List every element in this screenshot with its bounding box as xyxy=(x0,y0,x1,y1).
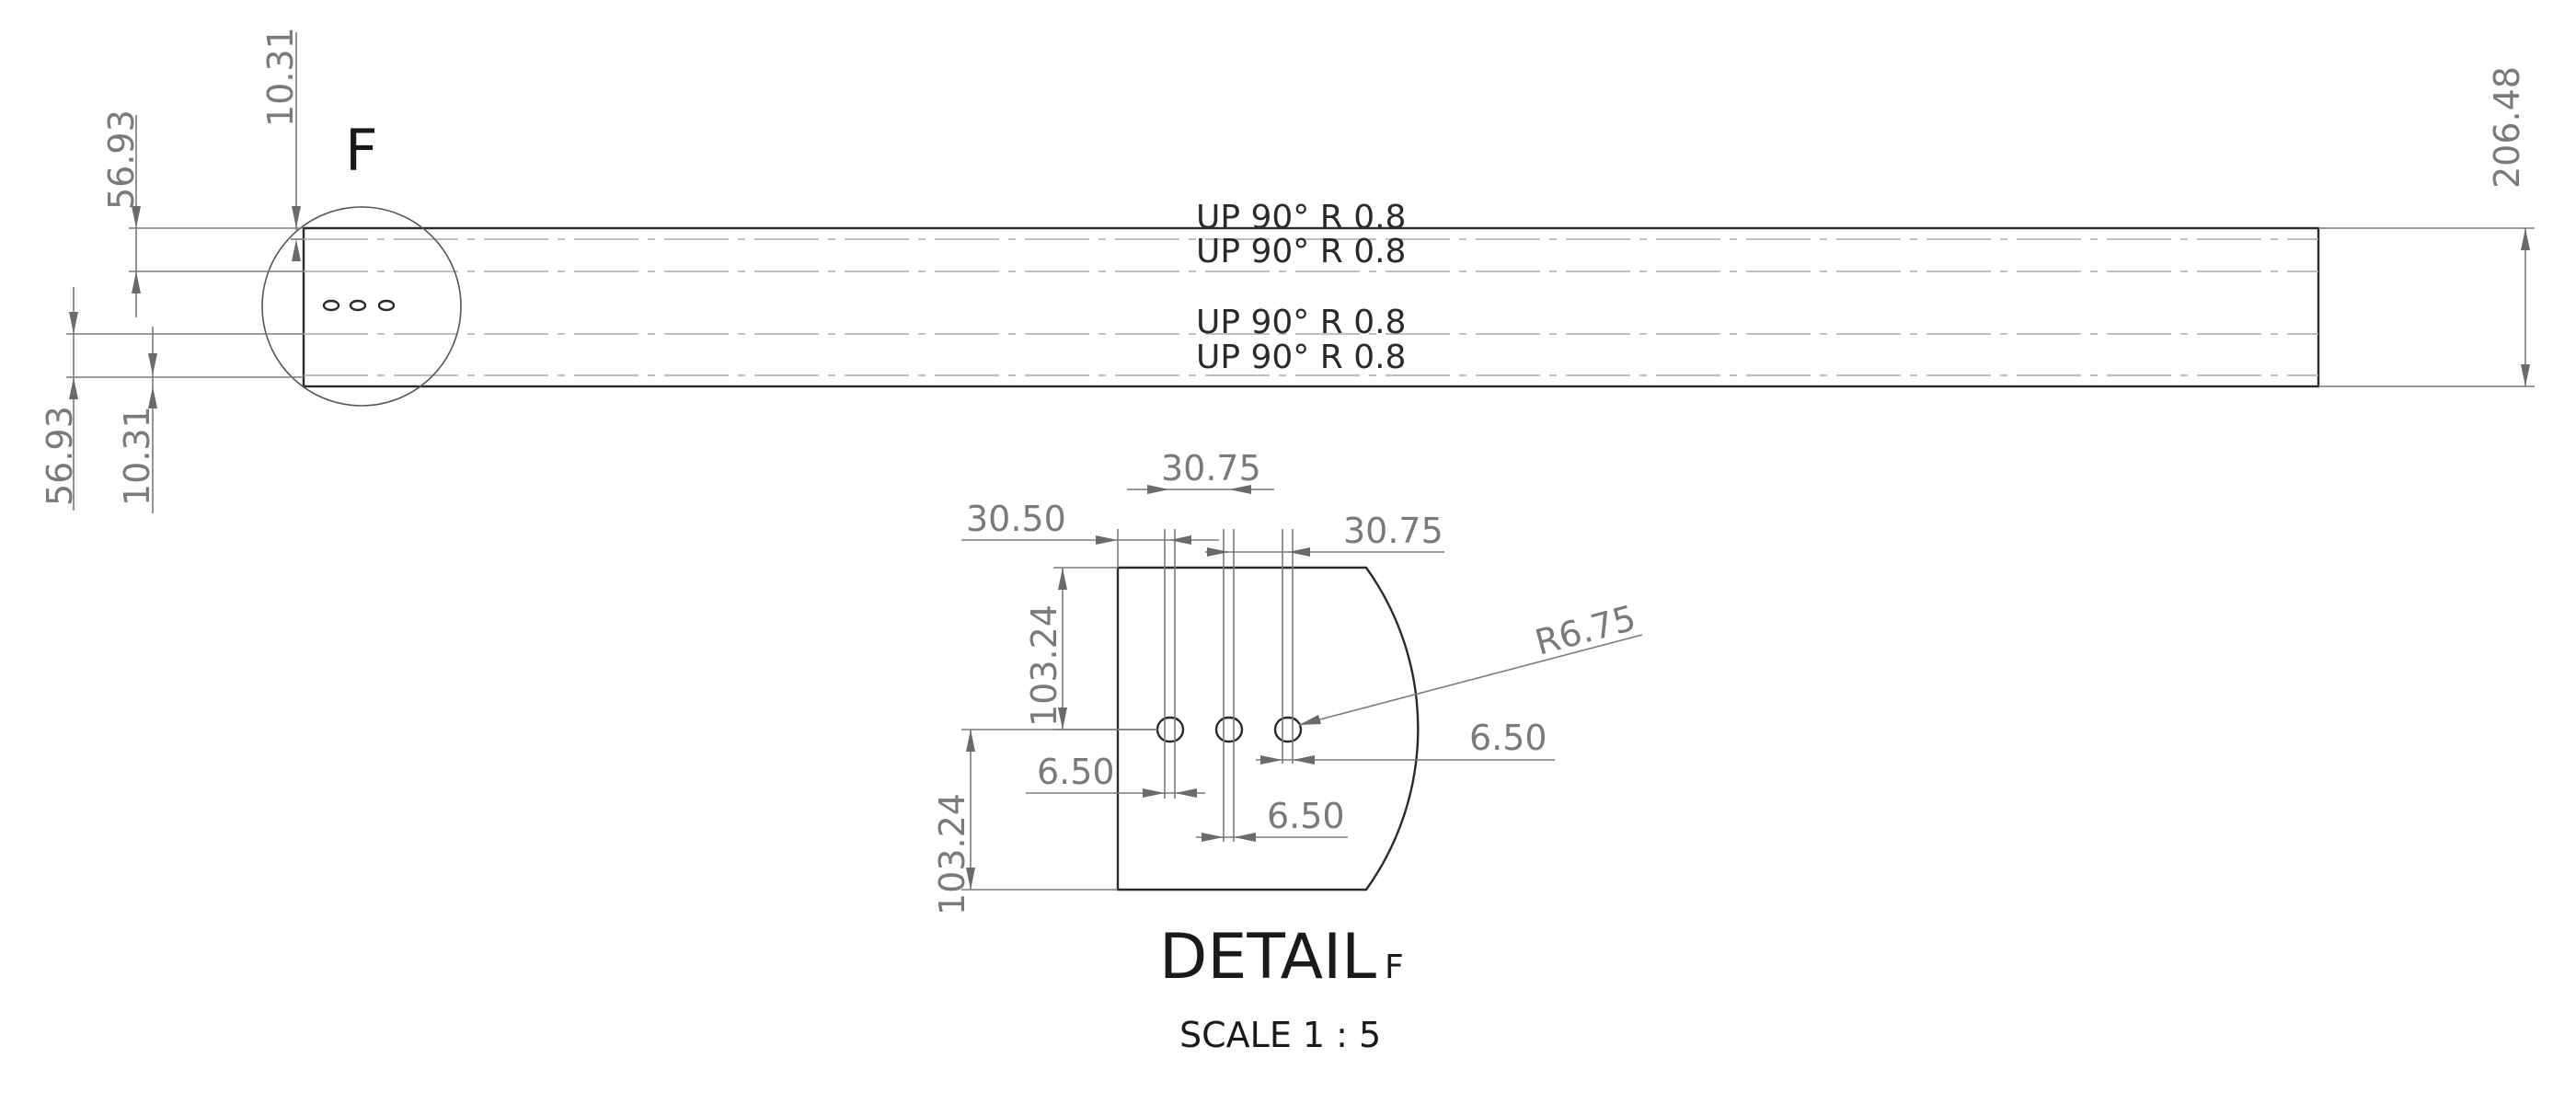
arrow xyxy=(292,239,301,261)
slot-3 xyxy=(1273,716,1303,743)
dim-6-50-left: 6.50 xyxy=(1037,752,1115,792)
arrow xyxy=(148,353,157,375)
dim-103-24-top: 103.24 xyxy=(1024,604,1064,727)
arrow xyxy=(1288,547,1310,557)
bend-note-3: UP 90° R 0.8 xyxy=(1196,304,1406,341)
leader-line xyxy=(1298,634,1643,726)
arrow xyxy=(1234,833,1256,842)
arrow xyxy=(1202,833,1224,842)
dim-56-93-top: 56.93 xyxy=(101,109,142,210)
arrow xyxy=(132,206,141,228)
arrow xyxy=(69,377,78,399)
bend-note-4: UP 90° R 0.8 xyxy=(1196,339,1406,376)
arrow xyxy=(1260,755,1282,765)
flat-pattern-outline xyxy=(302,226,2320,388)
dim-30-75-right: 30.75 xyxy=(1343,511,1443,551)
arrow xyxy=(1229,485,1251,494)
detail-title: DETAIL xyxy=(1159,921,1376,994)
detail-outline xyxy=(1116,566,1420,891)
dim-10-31-top: 10.31 xyxy=(260,27,301,127)
detail-callout-label: F xyxy=(345,117,378,184)
dim-10-31-bottom: 10.31 xyxy=(117,406,157,506)
arrow xyxy=(1147,485,1169,494)
dim-30-75-top: 30.75 xyxy=(1161,448,1261,489)
detail-title-suffix: F xyxy=(1385,949,1404,986)
arrow xyxy=(1175,788,1197,798)
arrow xyxy=(1058,707,1067,730)
detail-scale: SCALE 1 : 5 xyxy=(1179,1015,1381,1055)
bend-note-1: UP 90° R 0.8 xyxy=(1196,199,1406,236)
arrow xyxy=(132,271,141,293)
slot-small-1 xyxy=(322,299,340,312)
detail-view: 30.75 30.50 30.75 103.24 103.24 R6.75 xyxy=(932,448,1643,1055)
arrow xyxy=(2521,228,2530,250)
dim-6-50-right: 6.50 xyxy=(1469,718,1547,758)
arrow xyxy=(2521,364,2530,386)
dim-r6-75: R6.75 xyxy=(1531,597,1640,662)
arrow xyxy=(966,868,975,890)
arrow xyxy=(1169,535,1191,545)
arrow xyxy=(1058,568,1067,590)
dim-6-50-mid: 6.50 xyxy=(1267,796,1345,836)
slot-small-3 xyxy=(377,299,396,312)
dim-30-50: 30.50 xyxy=(966,499,1066,539)
main-view: UP 90° R 0.8 UP 90° R 0.8 UP 90° R 0.8 U… xyxy=(40,27,2535,513)
dim-56-93-bottom: 56.93 xyxy=(40,406,80,506)
arrow xyxy=(1293,755,1315,765)
slot-2 xyxy=(1214,716,1244,743)
arrow xyxy=(1143,788,1165,798)
arrow xyxy=(69,312,78,334)
bend-note-2: UP 90° R 0.8 xyxy=(1196,233,1406,270)
arrow xyxy=(1207,547,1229,557)
slot-1 xyxy=(1156,716,1185,743)
dim-103-24-bottom: 103.24 xyxy=(932,793,972,915)
detail-callout-circle xyxy=(261,206,462,407)
arrow xyxy=(1299,715,1321,725)
slot-small-2 xyxy=(349,299,367,312)
arrow xyxy=(292,206,301,228)
dim-206-48: 206.48 xyxy=(2487,66,2527,189)
arrow xyxy=(966,730,975,752)
arrow xyxy=(1096,535,1118,545)
arrow xyxy=(148,386,157,408)
